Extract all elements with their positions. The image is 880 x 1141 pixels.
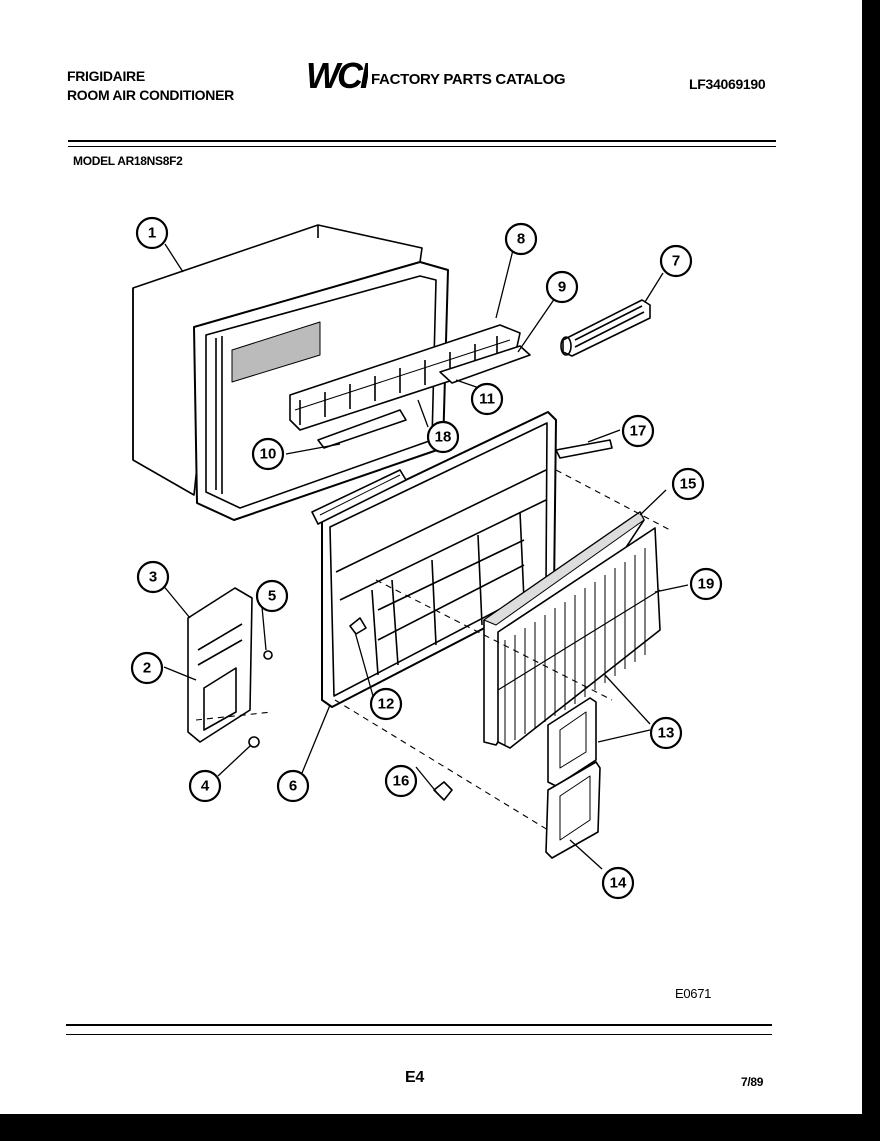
callout-7: 7 <box>659 244 693 278</box>
leader-lines <box>161 243 689 870</box>
callout-11: 11 <box>470 382 504 416</box>
callout-label: 10 <box>260 446 277 463</box>
control-panel <box>187 587 253 743</box>
clip-12 <box>349 617 367 635</box>
callout-label: 19 <box>698 576 715 593</box>
catalog-number: LF34069190 <box>689 76 766 92</box>
callout-label: 11 <box>479 391 495 408</box>
callout-8: 8 <box>504 222 538 256</box>
callout-19: 19 <box>689 567 723 601</box>
louver-rod <box>560 299 651 357</box>
wci-logo: WCI <box>306 58 368 92</box>
callout-label: 1 <box>148 225 156 242</box>
callout-label: 17 <box>630 423 647 440</box>
callout-17: 17 <box>621 414 655 448</box>
callout-9: 9 <box>545 270 579 304</box>
fastener-16 <box>433 781 453 801</box>
footer-rule-thin <box>66 1034 772 1035</box>
header-left: FRIGIDAIRE ROOM AIR CONDITIONER <box>67 67 234 105</box>
callout-label: 9 <box>558 279 566 296</box>
pin-17 <box>555 439 613 459</box>
callout-label: 3 <box>149 569 157 586</box>
callout-label: 6 <box>289 778 297 795</box>
access-doors <box>545 697 601 859</box>
page-number: E4 <box>405 1069 424 1086</box>
callout-label: 15 <box>680 476 697 493</box>
callout-label: 16 <box>393 773 410 790</box>
callout-1: 1 <box>135 216 169 250</box>
callout-4: 4 <box>188 769 222 803</box>
callout-16: 16 <box>384 764 418 798</box>
callout-3: 3 <box>136 560 170 594</box>
callout-label: 8 <box>517 231 525 248</box>
exploded-parts-diagram: 1 2 3 4 5 6 7 8 9 10 11 12 13 14 15 16 1… <box>130 216 723 900</box>
header-rule <box>68 140 776 142</box>
footer-rule <box>66 1024 772 1026</box>
callout-10: 10 <box>251 437 285 471</box>
product-name: ROOM AIR CONDITIONER <box>67 87 234 103</box>
catalog-title: FACTORY PARTS CATALOG <box>371 71 566 88</box>
fastener-5 <box>263 650 273 660</box>
blower-assembly <box>289 324 531 449</box>
callout-5: 5 <box>255 579 289 613</box>
parts-catalog-page: FRIGIDAIRE ROOM AIR CONDITIONER WCI FACT… <box>0 0 862 1114</box>
logo-text: WCI <box>306 58 368 92</box>
revision-date: 7/89 <box>741 1075 764 1089</box>
callout-label: 13 <box>658 725 675 742</box>
callout-label: 7 <box>672 253 680 270</box>
callout-12: 12 <box>369 687 403 721</box>
callout-18: 18 <box>426 420 460 454</box>
callout-label: 12 <box>378 696 395 713</box>
filter-assembly <box>483 511 661 749</box>
callout-label: 2 <box>143 660 151 677</box>
callout-label: 14 <box>610 875 627 892</box>
alignment-lines <box>195 469 671 831</box>
brand-name: FRIGIDAIRE <box>67 68 145 84</box>
screw-4 <box>248 736 260 748</box>
callout-6: 6 <box>276 769 310 803</box>
callout-label: 18 <box>435 429 452 446</box>
figure-ref-code: E0671 <box>675 986 712 1001</box>
callout-2: 2 <box>130 651 164 685</box>
callout-15: 15 <box>671 467 705 501</box>
callout-label: 5 <box>268 588 276 605</box>
header-rule-thin <box>68 146 776 147</box>
callout-14: 14 <box>601 866 635 900</box>
callout-13: 13 <box>649 716 683 750</box>
callout-label: 4 <box>201 778 210 795</box>
model-line: MODEL AR18NS8F2 <box>73 154 183 168</box>
